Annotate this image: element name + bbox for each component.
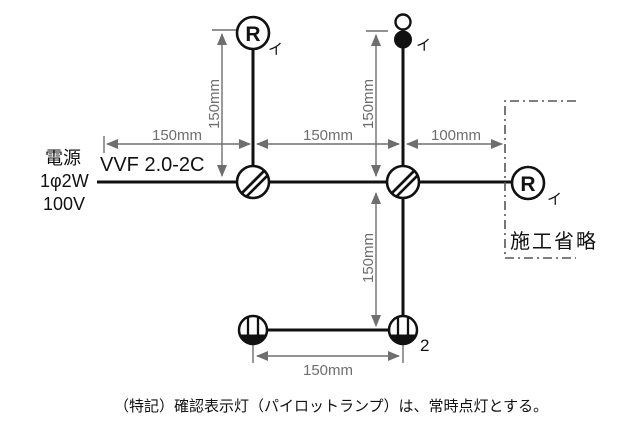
dim-label-vert-mid: 150mm bbox=[360, 79, 377, 129]
lamp-right-tag: イ bbox=[547, 191, 562, 208]
switch-icon bbox=[394, 30, 412, 49]
wires bbox=[97, 47, 513, 332]
power-source-label-line1: 電源 bbox=[45, 148, 81, 168]
dim-label-top-left: 150mm bbox=[152, 127, 202, 144]
power-source-label-line3: 100V bbox=[43, 194, 85, 214]
omission-region-label: 施工省略 bbox=[510, 230, 598, 253]
outlet-count-tag: 2 bbox=[420, 336, 429, 355]
dim-label-top-mid: 150mm bbox=[303, 127, 353, 144]
outlet-right-icon bbox=[387, 314, 419, 346]
dim-label-vert-lower: 150mm bbox=[360, 233, 377, 283]
switch-tag: イ bbox=[416, 37, 431, 54]
note-text: （特記）確認表示灯（パイロットランプ）は、常時点灯とする。 bbox=[114, 398, 549, 415]
junction-box-left-icon bbox=[235, 164, 271, 200]
lamp-receptacle-top-icon bbox=[235, 15, 271, 51]
outlet-left-icon bbox=[237, 314, 269, 346]
lamp-receptacle-right-icon bbox=[510, 165, 546, 201]
lamp-top-tag: イ bbox=[268, 41, 283, 58]
lamp-right-letter: R bbox=[520, 173, 535, 196]
power-source-label-line2: 1φ2W bbox=[40, 171, 89, 191]
pilot-lamp-icon bbox=[394, 13, 412, 31]
lamp-top-letter: R bbox=[245, 23, 260, 46]
junction-box-right-icon bbox=[385, 164, 421, 200]
cable-type-label: VVF 2.0-2C bbox=[100, 154, 204, 176]
dim-label-vert-left: 150mm bbox=[206, 79, 223, 129]
dim-label-bottom: 150mm bbox=[303, 362, 353, 379]
dimension-lines bbox=[103, 29, 503, 363]
dim-label-top-right: 100mm bbox=[431, 127, 481, 144]
